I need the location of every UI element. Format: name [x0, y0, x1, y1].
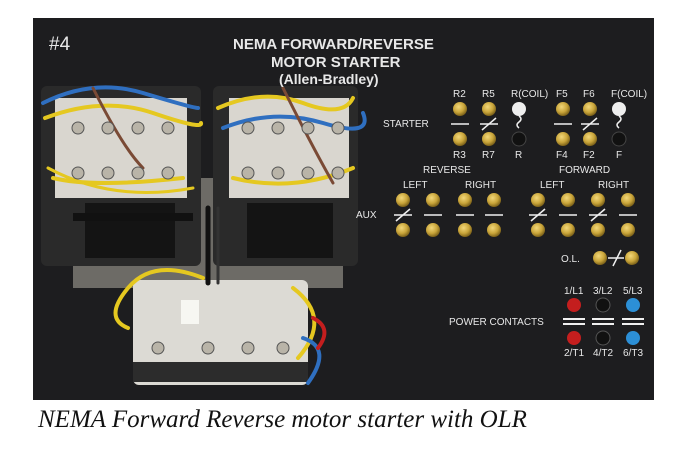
starter-term-r3: R3 — [453, 150, 466, 161]
overload-label: O.L. — [561, 254, 580, 265]
reverse-left-label: LEFT — [403, 180, 428, 191]
image-caption: NEMA Forward Reverse motor starter with … — [38, 406, 527, 433]
starter-jacks — [453, 102, 627, 147]
forward-right-label: RIGHT — [598, 180, 630, 191]
panel-title-line1: NEMA FORWARD/REVERSE — [233, 36, 434, 53]
panel-illustration — [41, 85, 644, 385]
reverse-right-label: RIGHT — [465, 180, 497, 191]
forward-label: FORWARD — [559, 165, 611, 176]
panel-maker: (Allen-Bradley) — [279, 71, 379, 87]
starter-term-r-coil: R(COIL) — [511, 89, 549, 100]
power-contact-jacks — [563, 297, 644, 346]
control-wiring — [41, 85, 367, 385]
overload-relay — [133, 280, 308, 385]
starter-term-r: R — [515, 150, 523, 161]
starter-term-f: F — [616, 150, 623, 161]
power-term-5-l3: 5/L3 — [623, 286, 643, 297]
panel-title-line2: MOTOR STARTER — [271, 54, 401, 71]
starter-term-r7: R7 — [482, 150, 495, 161]
power-term-4-t2: 4/T2 — [593, 348, 614, 359]
power-term-1-l1: 1/L1 — [564, 286, 584, 297]
power-term-2-t1: 2/T1 — [564, 348, 585, 359]
starter-term-r5: R5 — [482, 89, 495, 100]
starter-label: STARTER — [383, 119, 429, 130]
starter-term-f6: F6 — [583, 89, 595, 100]
power-term-6-t3: 6/T3 — [623, 348, 644, 359]
forward-left-label: LEFT — [540, 180, 565, 191]
terminal-screws — [71, 121, 345, 355]
aux-jacks — [396, 193, 635, 237]
starter-term-f4: F4 — [556, 150, 568, 161]
starter-term-f5: F5 — [556, 89, 568, 100]
starter-contact-symbols — [451, 115, 622, 131]
reverse-label: REVERSE — [423, 165, 471, 176]
starter-term-r2: R2 — [453, 89, 466, 100]
trainer-panel-photo: #4 NEMA FORWARD/REVERSE MOTOR STARTER (A… — [33, 18, 654, 400]
panel-number: #4 — [49, 34, 71, 55]
starter-term-f2: F2 — [583, 150, 595, 161]
power-contacts-label: POWER CONTACTS — [449, 317, 544, 328]
aux-label: AUX — [356, 210, 377, 221]
overload-jacks — [593, 249, 639, 267]
aux-contact-symbols — [394, 208, 637, 222]
power-term-3-l2: 3/L2 — [593, 286, 613, 297]
starter-term-f-coil: F(COIL) — [611, 89, 648, 100]
